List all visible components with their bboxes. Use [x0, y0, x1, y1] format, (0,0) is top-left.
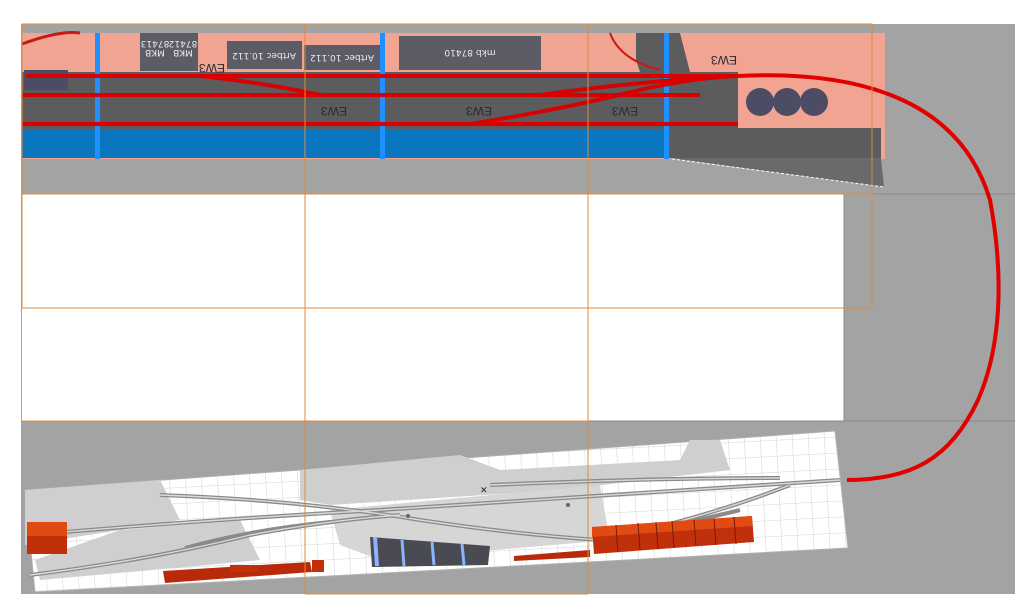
label-87413: 87413 [141, 38, 170, 48]
white-panels [22, 193, 1015, 422]
label-ew3-2: EW3 [466, 104, 492, 118]
label-artbec-b: Artbec 10.112 [310, 52, 374, 62]
top-red-tracks [22, 74, 739, 126]
building-artbec-b [304, 45, 380, 70]
water-strip [22, 129, 670, 158]
tank-2 [773, 88, 801, 116]
bottom-yard-plan: ✕ [24, 430, 849, 593]
label-ew3-topright: EW3 [711, 53, 737, 67]
label-artbec-a: Artbec 10.112 [232, 50, 296, 60]
building-mkb [140, 33, 198, 71]
tank-1 [746, 88, 774, 116]
label-mkb: MKB [145, 47, 165, 57]
label-87412: 87412 [169, 38, 198, 48]
platform-right [670, 128, 881, 158]
label-ew3-topleft: EW3 [199, 61, 225, 75]
label-ew3-3: EW3 [612, 104, 638, 118]
top-station-scene: MKB MKB 87413 87412 Artbec 10.112 Artbec… [21, 31, 885, 188]
wagon-bottom-left [163, 562, 312, 583]
label-mkb-2: MKB [173, 47, 193, 57]
tank-3 [800, 88, 828, 116]
building-mkb-87410 [399, 36, 541, 70]
building-artbec-a [227, 41, 302, 69]
tank-wagon [370, 537, 490, 567]
freight-wagons-right [592, 516, 754, 554]
small-block-left [24, 70, 68, 90]
top-labels: MKB MKB 87413 87412 Artbec 10.112 Artbec… [141, 38, 737, 118]
orange-grid [21, 23, 873, 595]
svg-text:✕: ✕ [480, 486, 488, 496]
label-mkb-87410: mkb 87410 [444, 47, 495, 57]
label-ew3-1: EW3 [321, 104, 347, 118]
connecting-track-red [737, 73, 1001, 482]
